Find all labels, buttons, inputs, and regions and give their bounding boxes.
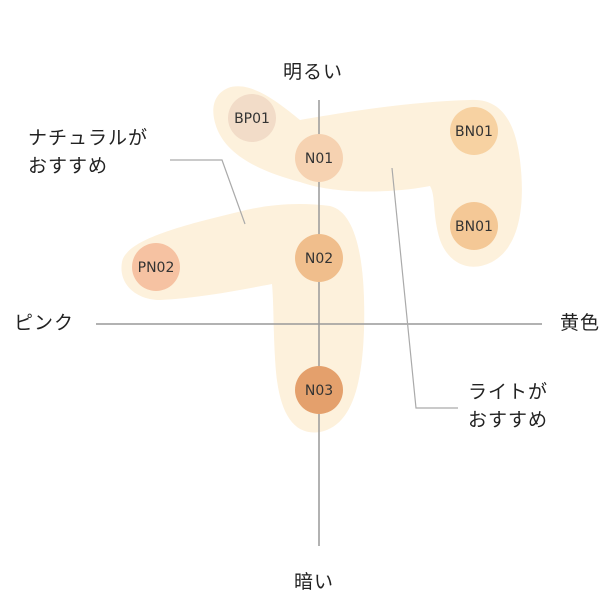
shade-swatch [295,134,343,182]
shade-label: BP01 [234,111,270,127]
light-group-region [213,86,522,267]
shade-label: N01 [305,151,333,167]
light-callout-line-2: おすすめ [468,409,549,431]
leader-lines [170,159,458,409]
light-leader-line [391,167,458,409]
shade-bp01-0: BP01 [228,94,276,142]
axis-label-top: 明るい [283,61,344,83]
natural-callout: ナチュラルが おすすめ [28,124,148,180]
natural-leader-line [170,159,246,225]
shade-n01-1: N01 [295,134,343,182]
natural-callout-line-1: ナチュラルが [28,127,149,149]
light-callout: ライトが おすすめ [468,378,548,434]
shade-n03-6: N03 [295,366,343,414]
light-callout-line-1: ライトが [468,381,549,403]
shade-label: BN01 [455,124,493,140]
shade-label: N03 [305,383,333,399]
shade-label: BN01 [455,219,493,235]
shade-swatch [228,94,276,142]
shade-swatch [295,366,343,414]
shade-n02-4: N02 [295,234,343,282]
shade-swatch [132,243,180,291]
shade-swatch [450,202,498,250]
axis-label-bottom: 暗い [294,571,335,593]
shade-label: N02 [305,251,333,267]
axis-label-left: ピンク [14,312,75,334]
shade-pn02-5: PN02 [132,243,180,291]
shade-swatch [295,234,343,282]
shade-bn01-3: BN01 [450,202,498,250]
natural-callout-line-2: おすすめ [28,155,109,177]
shade-label: PN02 [138,260,175,276]
axis-label-right: 黄色 [560,312,601,334]
shade-bn01-2: BN01 [450,107,498,155]
shade-swatch [450,107,498,155]
